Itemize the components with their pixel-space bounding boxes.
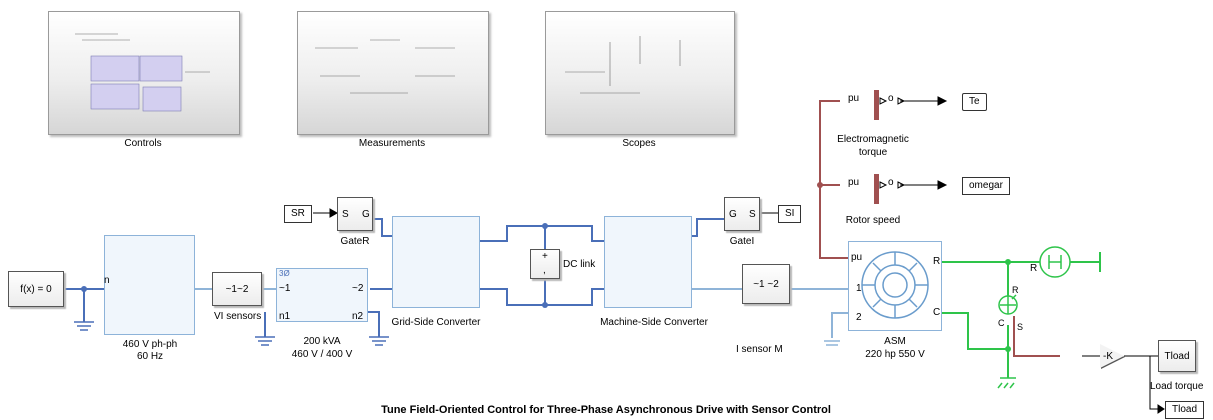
rotor-speed-label: Rotor speed — [845, 215, 901, 226]
solver-config-block[interactable]: f(x) = 0 — [8, 271, 64, 307]
machine-side-converter-block[interactable] — [604, 216, 692, 308]
torque-label: torque — [858, 147, 888, 158]
sensor-r-label: R — [1012, 285, 1019, 295]
source-n-port: n — [104, 275, 110, 286]
mech-wires — [819, 100, 1060, 357]
machine-side-converter-label: Machine-Side Converter — [600, 317, 708, 328]
asm-port-c: C — [933, 307, 941, 318]
mech-dots — [817, 182, 823, 188]
transformer-port-1: ~1 — [279, 283, 291, 294]
asm-label: ASM — [884, 336, 906, 347]
gain-label: -K — [1103, 351, 1113, 362]
gate-i-s-port: S — [749, 209, 756, 220]
elec-wires — [195, 288, 848, 338]
transformer-port-n2: n2 — [352, 311, 364, 322]
sr-from-tag[interactable]: SR — [284, 205, 312, 223]
sensor-c-label: C — [998, 318, 1005, 328]
ground-icons — [74, 321, 389, 346]
gate-i-label: GateI — [729, 236, 755, 247]
sensor-s-label: S — [1017, 322, 1024, 332]
model-title: Tune Field-Oriented Control for Three-Ph… — [381, 404, 831, 416]
asm-port-2: 2 — [856, 312, 862, 323]
gate-i-g-port: G — [729, 209, 737, 220]
mech-ground-icon — [997, 377, 1016, 389]
sensor-port-icons — [879, 97, 906, 189]
gate-r-s-port: S — [342, 209, 349, 220]
inertia-icon — [1039, 246, 1071, 278]
vi-sensors-ports: ~1~2 — [225, 283, 249, 295]
controls-label: Controls — [124, 138, 162, 149]
electromagnetic-label: Electromagnetic — [837, 134, 909, 145]
si-from-tag[interactable]: SI — [778, 205, 802, 223]
current-sensor-label: I sensor M — [736, 344, 783, 355]
solver-config-label: f(x) = 0 — [20, 283, 52, 295]
controls-subsystem[interactable] — [48, 11, 240, 135]
transformer-phase-label: 3Ø — [279, 269, 290, 278]
transformer-port-n1: n1 — [279, 311, 291, 322]
current-sensor-ports: ~1 ~2 — [753, 278, 779, 290]
transformer-port-2: ~2 — [352, 283, 364, 294]
sr-tag-text: SR — [291, 208, 305, 219]
tload-goto-tag[interactable]: Tload — [1165, 401, 1205, 419]
vi-sensors-label: VI sensors — [214, 311, 262, 322]
load-torque-label: Load torque — [1150, 381, 1204, 392]
gate-r-label: GateR — [340, 236, 370, 247]
neutral-icon — [824, 340, 840, 346]
gate-r-g-port: G — [362, 209, 370, 220]
grid-side-converter-block[interactable] — [392, 216, 480, 308]
tload-block[interactable]: Tload — [1158, 340, 1196, 372]
dc-plus-port: + — [542, 251, 548, 262]
speed-pu-port: pu — [848, 177, 860, 188]
torque-o-port: o — [888, 93, 894, 104]
dc-link-block[interactable]: + , — [530, 249, 560, 279]
grid-side-converter-label: Grid-Side Converter — [391, 317, 481, 328]
measurements-label: Measurements — [358, 138, 426, 149]
source-frequency-label: 60 Hz — [136, 351, 164, 362]
speed-sensor-bar — [874, 174, 879, 204]
omegar-goto-tag[interactable]: omegar — [962, 177, 1010, 195]
torque-sensor-bar — [874, 90, 879, 120]
asm-port-1: 1 — [856, 283, 862, 294]
asm-rating-label: 220 hp 550 V — [865, 349, 925, 360]
motor-icon — [861, 251, 929, 319]
tload-block-label: Tload — [1164, 350, 1190, 362]
vi-sensors-block[interactable]: ~1~2 — [212, 272, 262, 306]
speed-o-port: o — [888, 177, 894, 188]
dc-minus-port: , — [543, 265, 546, 276]
te-tag-text: Te — [969, 96, 980, 107]
gate-i-block[interactable]: G S — [724, 197, 760, 231]
asm-pu-port: pu — [851, 252, 863, 263]
three-phase-source-block[interactable] — [104, 235, 195, 335]
scopes-subsystem[interactable] — [545, 11, 735, 135]
junction-dots — [81, 223, 548, 308]
rotational-wires — [942, 252, 1101, 378]
si-tag-text: SI — [785, 208, 795, 219]
transformer-block[interactable] — [276, 268, 368, 322]
asm-block[interactable] — [848, 241, 942, 331]
transformer-rating-label: 200 kVA — [303, 336, 341, 347]
scopes-label: Scopes — [622, 138, 656, 149]
rot-dots — [1005, 259, 1011, 352]
gate-r-block[interactable]: S G — [337, 197, 373, 231]
measurements-subsystem[interactable] — [297, 11, 489, 135]
transformer-voltage-label: 460 V / 400 V — [291, 349, 353, 360]
te-goto-tag[interactable]: Te — [962, 93, 987, 111]
dc-link-label: DC link — [563, 259, 596, 270]
current-sensor-block[interactable]: ~1 ~2 — [742, 264, 790, 304]
inertia-r-label: R — [1030, 263, 1038, 274]
tload-tag-text: Tload — [1172, 404, 1198, 415]
torque-pu-port: pu — [848, 93, 860, 104]
gain-block[interactable] — [1100, 344, 1124, 368]
source-voltage-label: 460 V ph-ph — [122, 339, 178, 350]
asm-port-r: R — [933, 256, 941, 267]
rotational-sensor-icon — [998, 294, 1018, 315]
omegar-tag-text: omegar — [969, 180, 1003, 191]
